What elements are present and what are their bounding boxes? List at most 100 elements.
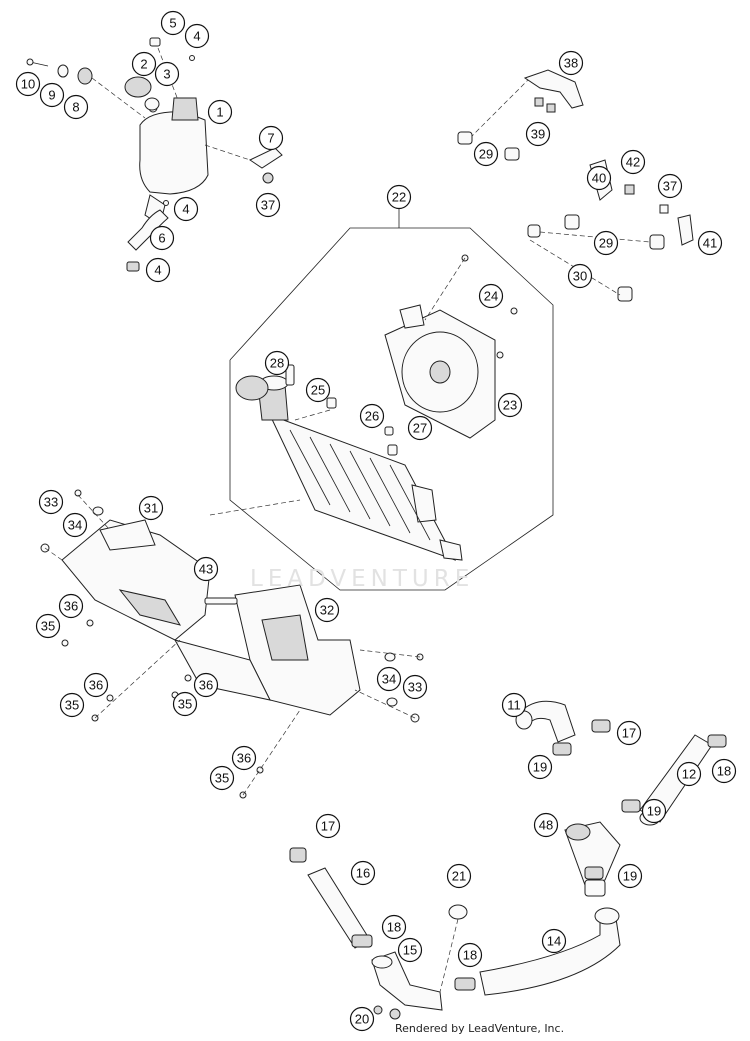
callout-41: 40 [586, 165, 612, 191]
callout-29b: 29 [593, 230, 619, 256]
svg-text:39: 39 [531, 127, 545, 142]
svg-text:42: 42 [626, 155, 640, 170]
callout-8: 8 [63, 94, 89, 120]
clamp-19-mid [621, 799, 641, 813]
shroud-lower [173, 639, 271, 701]
callout-4b: 4 [173, 196, 199, 222]
svg-text:37: 37 [663, 179, 677, 194]
callout-12: 12 [676, 761, 702, 787]
clamp-18-right [707, 734, 727, 748]
callout-43: 42 [620, 149, 646, 175]
callout-6: 6 [149, 225, 175, 251]
lead-21 [439, 918, 459, 993]
hose-14 [479, 907, 621, 996]
callout-17a: 17 [616, 720, 642, 746]
svg-text:10: 10 [21, 77, 35, 92]
svg-text:31: 31 [144, 501, 158, 516]
callout-25: 25 [305, 377, 331, 403]
svg-text:35: 35 [65, 698, 79, 713]
callout-19c: 19 [617, 863, 643, 889]
callout-4a: 4 [184, 23, 210, 49]
callout-36c: 36 [193, 672, 219, 698]
svg-text:1: 1 [216, 105, 223, 120]
bolt-25 [326, 397, 337, 409]
lead-36 [242, 709, 301, 796]
rubber-mount-29-top [457, 131, 520, 161]
svg-text:11: 11 [507, 698, 521, 713]
lead-25 [294, 409, 331, 421]
callout-5: 5 [160, 10, 186, 36]
svg-text:32: 32 [320, 603, 334, 618]
callout-10: 10 [15, 71, 41, 97]
callout-37b: 37 [657, 173, 683, 199]
thermostat-48 [564, 821, 621, 897]
pin-4b [163, 200, 169, 206]
svg-text:26: 26 [365, 409, 379, 424]
svg-text:2: 2 [140, 57, 147, 72]
svg-text:3: 3 [163, 67, 170, 82]
svg-text:38: 38 [564, 56, 578, 71]
callout-31: 31 [138, 495, 164, 521]
svg-text:33: 33 [408, 680, 422, 695]
clamp-19-low [584, 866, 604, 880]
callout-36d: 36 [231, 745, 257, 771]
radiator [257, 375, 463, 561]
footer-credit: Rendered by LeadVenture, Inc. [395, 1022, 565, 1035]
svg-text:12: 12 [682, 767, 696, 782]
svg-text:36: 36 [199, 678, 213, 693]
callout-16: 16 [350, 860, 376, 886]
clamp-19-top [552, 742, 572, 756]
callout-3: 3 [154, 61, 180, 87]
callout-35a: 35 [35, 613, 61, 639]
expansion-tank [139, 97, 209, 226]
svg-text:14: 14 [547, 934, 561, 949]
lead-24a [424, 257, 466, 321]
svg-text:34: 34 [68, 518, 82, 533]
svg-text:25: 25 [311, 383, 325, 398]
callout-11: 11 [501, 692, 527, 718]
callout-35d: 35 [209, 765, 235, 791]
callout-1: 1 [207, 99, 233, 125]
callout-42: 41 [697, 230, 723, 256]
callout-35c: 35 [172, 691, 198, 717]
callout-38: 38 [558, 50, 584, 76]
svg-text:21: 21 [452, 869, 466, 884]
svg-text:16: 16 [356, 866, 370, 881]
callout-32: 32 [314, 597, 340, 623]
callout-19a: 19 [527, 754, 553, 780]
svg-text:48: 48 [539, 818, 553, 833]
callout-34b: 34 [376, 666, 402, 692]
shroud-left [61, 519, 211, 641]
lead-35 [94, 639, 181, 719]
lead-38 [469, 79, 529, 139]
lead-34 [354, 689, 416, 719]
svg-text:36: 36 [89, 678, 103, 693]
svg-text:4: 4 [193, 29, 200, 44]
svg-text:35: 35 [41, 619, 55, 634]
screw-24b [510, 307, 518, 315]
svg-text:18: 18 [463, 948, 477, 963]
callout-30: 30 [567, 263, 593, 289]
callout-48: 48 [533, 812, 559, 838]
tank-cap [124, 76, 160, 111]
callout-33a: 33 [38, 489, 64, 515]
lead-7 [204, 144, 251, 161]
lead-8 [91, 77, 146, 119]
svg-text:22: 22 [392, 190, 406, 205]
bracket-7 [248, 147, 283, 184]
svg-text:4: 4 [182, 202, 189, 217]
fitting-15 [371, 951, 443, 1011]
svg-text:8: 8 [72, 100, 79, 115]
svg-text:20: 20 [355, 1012, 369, 1027]
svg-text:24: 24 [484, 289, 498, 304]
clamp-18-low [351, 934, 373, 948]
callout-29a: 29 [473, 141, 499, 167]
callout-27: 27 [407, 415, 433, 441]
callout-35b: 35 [59, 692, 85, 718]
callout-26: 26 [359, 403, 385, 429]
lead-31 [44, 547, 63, 561]
cooling-fan [384, 304, 496, 439]
callout-34a: 34 [62, 512, 88, 538]
svg-text:5: 5 [169, 16, 176, 31]
